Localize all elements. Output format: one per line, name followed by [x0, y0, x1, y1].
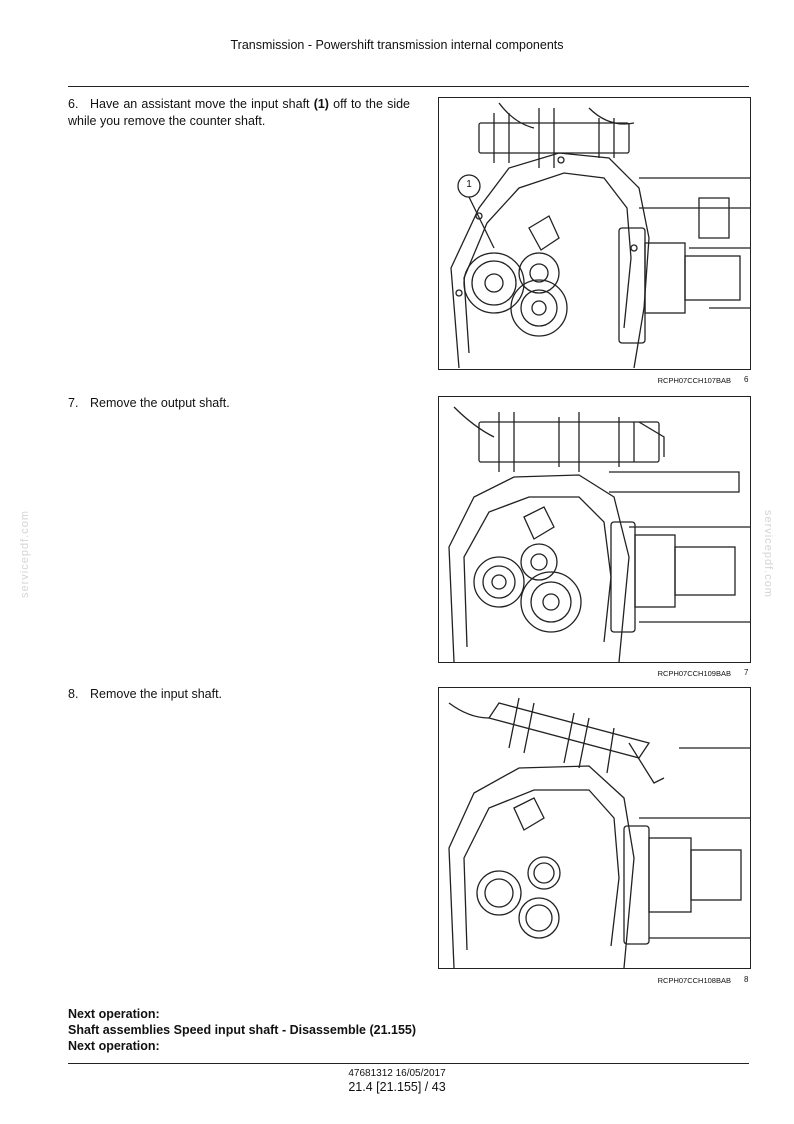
figure-7-illustration [438, 396, 751, 663]
figure-8-code: RCPH07CCH108BAB [657, 976, 731, 985]
figure-callout-1: 1 [466, 179, 472, 190]
figure-6-number: 6 [744, 375, 749, 384]
step-7: 7. Remove the output shaft. [68, 395, 410, 412]
figure-6-code: RCPH07CCH107BAB [657, 376, 731, 385]
step-6: 6. Have an assistant move the input shaft… [68, 96, 410, 130]
step-8: 8. Remove the input shaft. [68, 686, 410, 703]
header-rule [68, 86, 749, 87]
figure-8-illustration [438, 687, 751, 969]
figure-8-number: 8 [744, 975, 749, 984]
figure-7-code: RCPH07CCH109BAB [657, 669, 731, 678]
footer-doc-ref: 47681312 16/05/2017 [348, 1068, 446, 1079]
watermark-left: servicepdf.com [19, 510, 31, 598]
step-number: 8. [68, 687, 79, 701]
next-operation-label-2: Next operation: [68, 1039, 160, 1053]
next-operation-link[interactable]: Shaft assemblies Speed input shaft - Dis… [68, 1023, 417, 1037]
next-operation-label: Next operation: [68, 1007, 160, 1021]
step-text: Have an assistant move the input shaft [90, 97, 314, 111]
step-text: Remove the output shaft. [90, 396, 230, 410]
page-header-title: Transmission - Powershift transmission i… [230, 38, 564, 52]
watermark-right: servicepdf.com [762, 510, 774, 598]
figure-7-number: 7 [744, 668, 749, 677]
step-number: 7. [68, 396, 79, 410]
figure-6-illustration: 1 [438, 97, 751, 370]
step-text: Remove the input shaft. [90, 687, 223, 701]
step-number: 6. [68, 97, 79, 111]
footer-rule [68, 1063, 749, 1064]
step-text-cont: off to the side while you remove the cou… [68, 97, 411, 128]
footer-page-ref: 21.4 [21.155] / 43 [348, 1080, 446, 1094]
part-reference: (1) [313, 97, 329, 111]
